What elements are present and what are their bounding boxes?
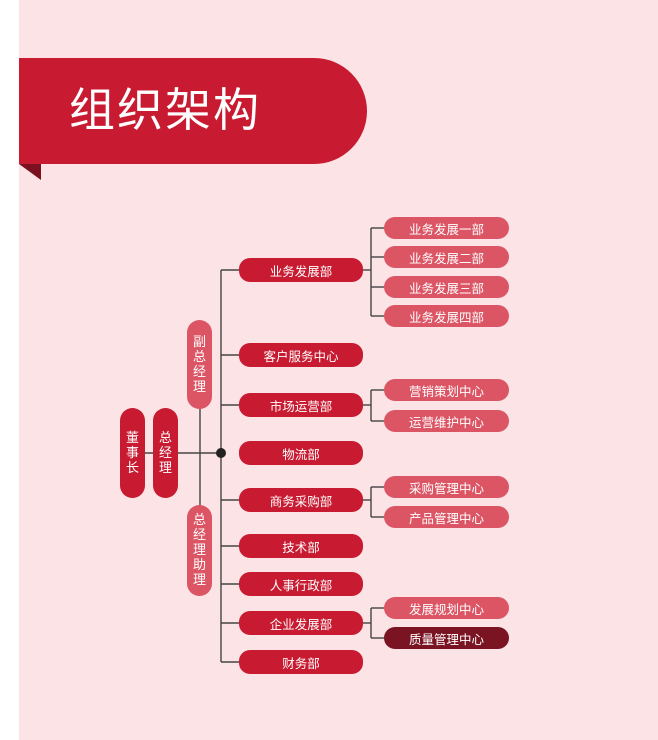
dept-logistics: 物流部 [239,441,363,465]
dept-customer-service: 客户服务中心 [239,343,363,367]
dept-hr-admin: 人事行政部 [239,572,363,596]
dept-technology: 技术部 [239,534,363,558]
gm-assistant-node: 总经理助理 [187,505,212,596]
dept-market-operations: 市场运营部 [239,393,363,417]
sub-purchasing-management: 采购管理中心 [384,476,509,498]
dept-enterprise-development: 企业发展部 [239,611,363,635]
title-banner [19,58,367,164]
deputy-gm-node: 副总经理 [187,320,212,409]
sub-business-dev-1: 业务发展一部 [384,217,509,239]
page-background: 组织架构 [19,0,658,740]
connector-lines [136,227,384,663]
dept-procurement: 商务采购部 [239,488,363,512]
general-manager-node: 总经理 [153,408,178,498]
junction-dot [216,448,226,458]
sub-business-dev-3: 业务发展三部 [384,276,509,298]
sub-business-dev-2: 业务发展二部 [384,246,509,268]
sub-operations-maintenance: 运营维护中心 [384,410,509,432]
sub-marketing-planning: 营销策划中心 [384,379,509,401]
chairman-node: 董事长 [120,408,145,498]
sub-business-dev-4: 业务发展四部 [384,305,509,327]
sub-quality-management: 质量管理中心 [384,627,509,649]
page-title: 组织架构 [69,83,261,137]
sub-development-planning: 发展规划中心 [384,597,509,619]
banner-fold [19,164,41,180]
dept-finance: 财务部 [239,650,363,674]
dept-business-development: 业务发展部 [239,258,363,282]
sub-product-management: 产品管理中心 [384,506,509,528]
